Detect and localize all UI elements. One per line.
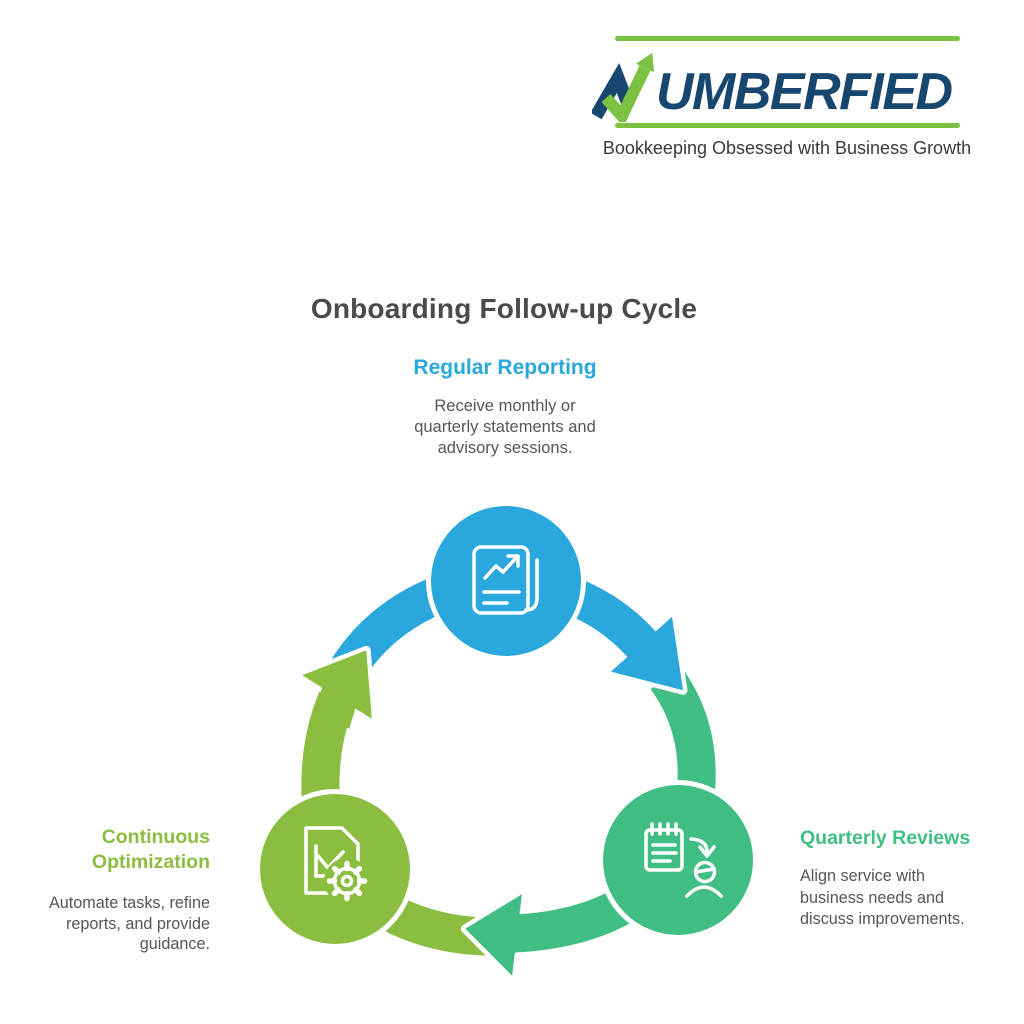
logo-wordmark: UMBERFIED: [592, 42, 982, 122]
desc-line: quarterly statements and: [414, 418, 596, 436]
report-document-icon: [472, 545, 539, 615]
document-gear-icon: [304, 826, 370, 904]
desc-line: reports, and provide: [66, 914, 210, 933]
desc-line: advisory sessions.: [437, 439, 573, 457]
cycle-arc-optimization-patch: [312, 685, 360, 729]
page-title: Onboarding Follow-up Cycle: [310, 293, 698, 324]
node-reporting: [431, 506, 581, 656]
step-desc-regular-reporting: Receive monthly or quarterly statements …: [395, 396, 615, 459]
desc-line: Align service with: [800, 867, 926, 885]
desc-line: Receive monthly or: [434, 397, 576, 415]
logo-top-line: [614, 36, 960, 41]
step-label-continuous-optimization: Continuous Optimization: [91, 826, 210, 873]
step-label-regular-reporting: Regular Reporting: [413, 356, 597, 379]
desc-line: Automate tasks, refine: [48, 894, 210, 912]
brand-logo: UMBERFIED Bookkeeping Obsessed with Busi…: [592, 36, 982, 159]
step-desc-continuous-optimization: Automate tasks, refine reports, and prov…: [10, 893, 210, 955]
step-desc-quarterly-reviews: Align service with business needs and di…: [800, 866, 1010, 931]
desc-line: business needs and: [800, 888, 944, 907]
brand-name-text: UMBERFIED: [656, 63, 953, 122]
node-reviews: [603, 785, 753, 935]
desc-line: guidance.: [139, 935, 210, 953]
brand-tagline: Bookkeeping Obsessed with Business Growt…: [602, 138, 972, 158]
logo-bottom-line: [614, 123, 960, 128]
desc-line: discuss improvements.: [800, 910, 965, 928]
step-label-quarterly-reviews: Quarterly Reviews: [800, 827, 971, 849]
numberfied-n-arrow-icon: [592, 52, 654, 122]
checklist-person-icon: [644, 822, 723, 898]
